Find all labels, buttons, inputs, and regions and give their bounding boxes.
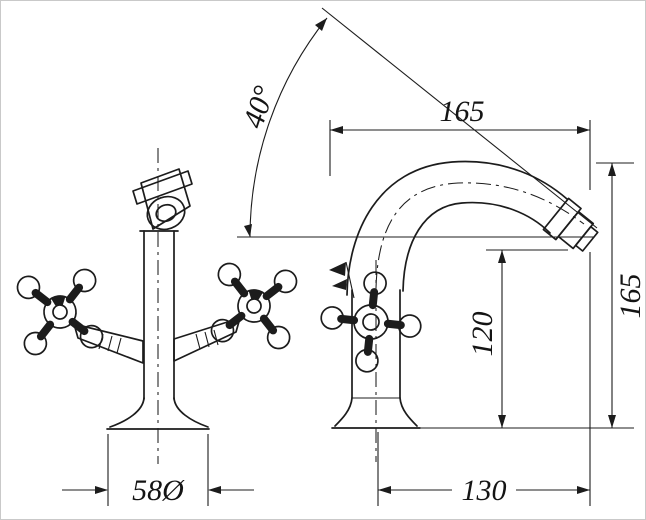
arrowhead	[244, 224, 252, 237]
dimension-base-diameter: 58Ø	[62, 434, 254, 507]
side-handle-flag-detail	[329, 261, 355, 299]
front-base	[106, 397, 210, 430]
front-left-handle	[16, 268, 104, 356]
front-left-handle-stem	[73, 323, 144, 364]
front-body-column	[139, 230, 179, 400]
dimension-text-reach-bottom: 130	[462, 474, 507, 507]
dimension-text-overall-height: 165	[614, 274, 646, 319]
dimension-overall-height: 165	[420, 162, 646, 429]
dimension-text-reach-top: 165	[440, 95, 485, 128]
dimension-text-base-diameter: 58Ø	[132, 474, 185, 507]
arrowhead	[608, 163, 616, 176]
arrowhead	[378, 486, 391, 494]
arrowhead	[577, 126, 590, 134]
side-view: 40° 165 165 120	[237, 7, 646, 507]
front-right-handle-stem	[173, 317, 241, 362]
side-base	[331, 397, 421, 429]
arrowhead	[608, 415, 616, 428]
side-spout-arch	[346, 160, 568, 296]
side-handle	[320, 271, 422, 373]
arrowhead	[498, 250, 506, 263]
side-body-column	[351, 289, 401, 399]
arrowhead	[330, 126, 343, 134]
spout-axis-extension-line	[321, 7, 598, 229]
dimension-reach-bottom: 130	[377, 252, 591, 507]
angle-arc	[249, 17, 328, 238]
arrowhead	[577, 486, 590, 494]
arrowhead	[208, 486, 221, 494]
arrowhead	[95, 486, 108, 494]
spout-center-line	[375, 182, 585, 289]
front-right-handle	[210, 262, 298, 350]
arrowhead	[315, 18, 327, 31]
front-spout-nozzle	[132, 168, 193, 231]
arrowhead	[498, 415, 506, 428]
dimension-reach-top: 165	[329, 95, 591, 190]
front-view: 58Ø	[16, 148, 298, 507]
handle-accent-mark	[51, 296, 66, 307]
dimension-outlet-height: 120	[466, 249, 568, 428]
handle-accent-mark	[248, 290, 263, 301]
side-aerator	[542, 197, 599, 252]
dimension-text-outlet-height: 120	[466, 312, 499, 357]
